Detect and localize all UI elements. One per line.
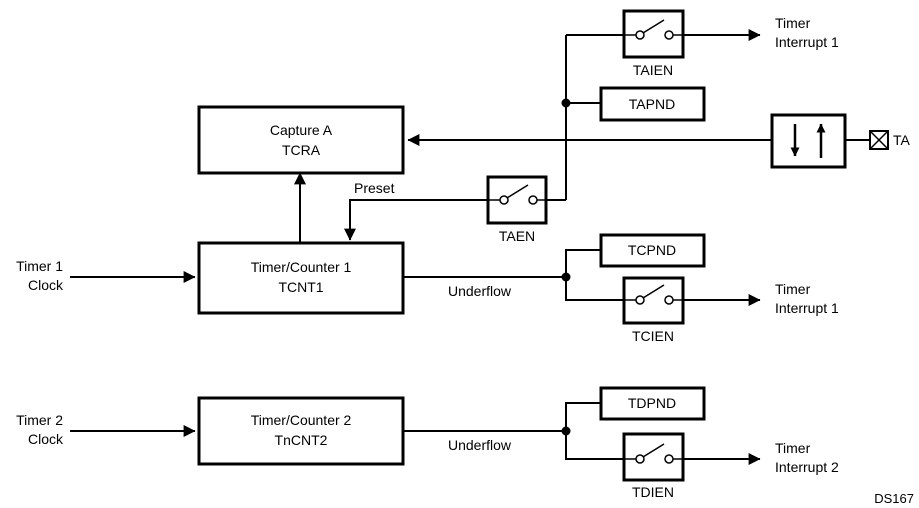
ta-pin-label: TA: [893, 132, 911, 148]
preset-label: Preset: [354, 180, 395, 196]
timer-counter-2-title: Timer/Counter 2: [251, 412, 352, 428]
out-d-line2: Interrupt 2: [775, 459, 839, 475]
taien-label: TAIEN: [633, 62, 673, 78]
capture-a-register: TCRA: [282, 142, 321, 158]
tdpnd-flag: TDPND: [599, 386, 706, 421]
tdien-label: TDIEN: [632, 484, 674, 500]
edge-select-block: [770, 113, 847, 169]
tapnd-label: TAPND: [629, 96, 675, 112]
taien-switch: TAIEN: [622, 9, 685, 78]
taen-switch: TAEN: [486, 175, 548, 244]
junction-dot-underflow2: [561, 426, 571, 436]
clock2-label-line2: Clock: [28, 431, 64, 447]
out-c-line2: Interrupt 1: [775, 300, 839, 316]
tcpnd-label: TCPND: [628, 242, 676, 258]
timer-counter-1-block: Timer/Counter 1 TCNT1: [197, 241, 405, 315]
tdien-switch: TDIEN: [622, 432, 685, 500]
clock1-label-line2: Clock: [28, 277, 64, 293]
capture-a-title: Capture A: [270, 122, 333, 138]
tapnd-flag: TAPND: [599, 86, 706, 122]
timer-counter-2-block: Timer/Counter 2 TnCNT2: [197, 396, 405, 466]
tcpnd-flag: TCPND: [599, 233, 706, 268]
timer-counter-2-register: TnCNT2: [275, 432, 328, 448]
tdpnd-label: TDPND: [628, 395, 676, 411]
wire-preset: [344, 199, 488, 241]
timer-counter-1-title: Timer/Counter 1: [251, 259, 352, 275]
tcien-label: TCIEN: [632, 328, 674, 344]
clock1-label-line1: Timer 1: [16, 258, 63, 274]
junction-dot-ta: [561, 98, 571, 108]
underflow2-label: Underflow: [448, 437, 512, 453]
taen-label: TAEN: [499, 228, 535, 244]
clock2-label-line1: Timer 2: [16, 412, 63, 428]
out-d-line1: Timer: [775, 440, 811, 456]
out-a-line1: Timer: [775, 15, 811, 31]
underflow1-label: Underflow: [448, 283, 512, 299]
junction-dot-underflow1: [561, 272, 571, 282]
wire-to-tdpnd: [565, 402, 600, 431]
tcien-switch: TCIEN: [622, 276, 685, 344]
wire-to-tcpnd: [565, 249, 600, 277]
out-a-line2: Interrupt 1: [775, 34, 839, 50]
figure-id: DS167: [874, 491, 914, 506]
capture-a-block: Capture A TCRA: [197, 105, 405, 175]
wire-to-tdien: [565, 431, 624, 460]
ta-pin-icon: [869, 130, 889, 150]
wire-to-tcien: [565, 277, 624, 301]
timer-counter-1-register: TCNT1: [278, 279, 323, 295]
out-c-line1: Timer: [775, 281, 811, 297]
